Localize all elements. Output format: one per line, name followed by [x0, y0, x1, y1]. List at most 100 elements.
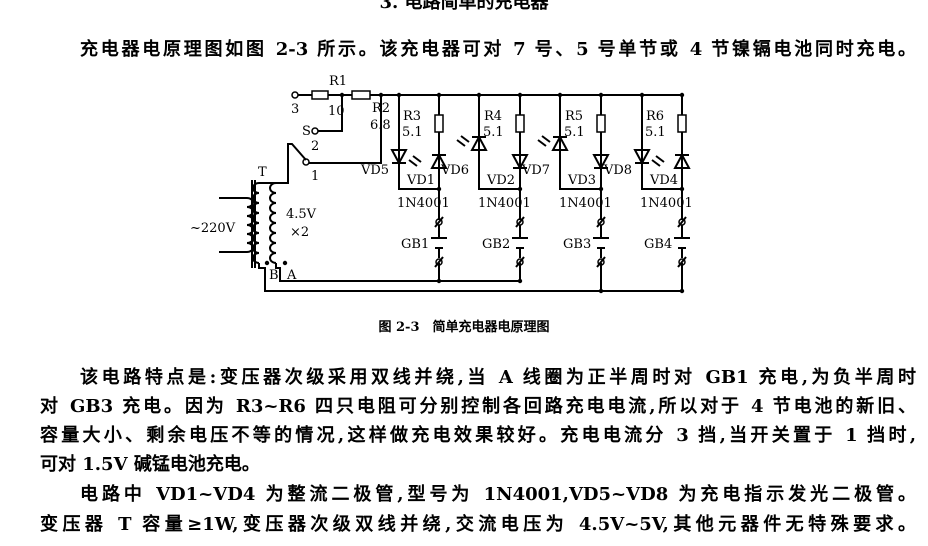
label-diode: VD3 — [567, 173, 596, 188]
label-battery: GB4 — [644, 237, 672, 252]
junction-dot — [679, 288, 685, 294]
light-emission-icon — [651, 155, 665, 167]
transformer-core — [251, 180, 256, 268]
junction-dot — [598, 288, 604, 294]
label-battery: GB3 — [563, 237, 591, 252]
paragraph-line: 变压器 T 容量≥1W,变压器次级双线并绕,交流电压为 4.5V~5V,其他元器… — [40, 514, 916, 535]
section-title: 3. 电路简单的充电器 — [379, 0, 549, 13]
paragraph-line: 该电路特点是:变压器次级采用双线并绕,当 A 线圈为正半周时对 GB1 充电,为… — [80, 367, 916, 388]
junction-dot — [436, 278, 442, 284]
resistor-r5 — [596, 114, 606, 133]
label-diode-model: 1N4001 — [640, 196, 693, 211]
battery-clip — [678, 258, 686, 266]
label-a: A — [286, 268, 297, 283]
label-transformer: T — [258, 165, 267, 180]
label-battery: GB2 — [482, 237, 510, 252]
figure-caption: 图 2-3 简单充电器电原理图 — [378, 320, 550, 335]
label-terminal-3: 3 — [291, 102, 299, 117]
label-diode: VD2 — [486, 173, 515, 188]
rectifier-diode-vd2 — [511, 154, 529, 171]
label-terminal-1: 1 — [311, 169, 319, 184]
wire — [559, 95, 601, 190]
rectifier-diode-vd4 — [673, 152, 691, 169]
wire — [478, 95, 520, 190]
battery-clip — [597, 218, 605, 226]
label-resistor: R3 — [403, 109, 421, 124]
label-led: VD7 — [521, 163, 550, 178]
led-vd5 — [390, 149, 408, 166]
wire — [219, 197, 247, 253]
label-battery: GB1 — [401, 237, 429, 252]
label-led: VD6 — [440, 163, 469, 178]
paragraph-line: 对 GB3 充电。因为 R3~R6 四只电阻可分别控制各回路充电电流,所以对于 … — [40, 396, 916, 417]
junction-dot — [598, 186, 604, 192]
label-resistor-value: 5.1 — [483, 125, 504, 140]
label-diode: VD1 — [406, 173, 435, 188]
wire-a — [275, 263, 520, 282]
battery-clip — [515, 256, 525, 268]
intro-text: 充电器电原理图如图 2-3 所示。该充电器可对 7 号、5 号单节或 4 节镍镉… — [80, 39, 916, 60]
label-diode: VD4 — [649, 173, 678, 188]
label-r1-value: 10 — [328, 104, 345, 119]
battery-clip — [516, 218, 524, 226]
battery-clip — [596, 256, 606, 268]
junction-dot — [679, 186, 685, 192]
led-vd8 — [633, 149, 651, 166]
wire — [641, 95, 682, 190]
label-resistor-value: 5.1 — [645, 125, 666, 140]
label-led: VD8 — [603, 163, 632, 178]
junction-dot — [517, 186, 523, 192]
resistor-r4 — [515, 114, 525, 133]
wire-b — [258, 263, 682, 292]
battery-clip — [677, 216, 687, 228]
label-terminal-2: 2 — [311, 139, 319, 154]
battery-clip — [678, 218, 686, 226]
label-resistor: R4 — [484, 109, 502, 124]
label-switch: S — [302, 124, 311, 139]
primary-coil — [246, 197, 254, 253]
label-secondary-count: ×2 — [290, 225, 309, 240]
paragraph-line: 容量大小、剩余电压不等的情况,这样做充电效果较好。充电电流分 3 挡,当开关置于… — [40, 425, 916, 446]
battery-clip — [434, 256, 444, 268]
led-vd7 — [551, 134, 569, 151]
label-r1: R1 — [329, 74, 347, 89]
battery-clip — [434, 216, 444, 228]
battery-clip — [516, 258, 524, 266]
secondary-coil-a — [269, 182, 277, 264]
battery-clip — [515, 216, 525, 228]
rectifier-diode-vd1 — [430, 152, 448, 169]
junction-dot — [264, 260, 270, 266]
led-vd6 — [470, 134, 488, 151]
resistor-r6 — [677, 114, 687, 133]
junction-dot — [436, 186, 442, 192]
label-mains: ~220V — [190, 221, 236, 236]
light-emission-icon — [456, 135, 470, 147]
battery-clip — [596, 216, 606, 228]
battery-clip — [597, 258, 605, 266]
terminal — [291, 91, 299, 99]
junction-dot — [282, 260, 288, 266]
paragraph-line: 可对 1.5V 碱锰电池充电。 — [40, 454, 260, 475]
resistor-r2 — [351, 90, 371, 100]
label-resistor: R6 — [646, 109, 664, 124]
terminal — [311, 127, 319, 135]
resistor-r1 — [311, 90, 329, 100]
label-secondary-voltage: 4.5V — [286, 207, 317, 222]
resistor-r3 — [434, 114, 444, 133]
label-resistor-value: 5.1 — [564, 125, 585, 140]
rectifier-diode-vd3 — [592, 154, 610, 171]
light-emission-icon — [408, 155, 422, 167]
wire — [309, 95, 382, 164]
wire — [318, 95, 343, 132]
light-emission-icon — [537, 135, 551, 147]
label-diode-model: 1N4001 — [478, 196, 531, 211]
label-led: VD5 — [360, 163, 389, 178]
label-resistor-value: 5.1 — [402, 125, 423, 140]
label-resistor: R5 — [565, 109, 583, 124]
battery-clip — [677, 256, 687, 268]
switch-arm — [277, 143, 307, 184]
wire — [398, 95, 439, 190]
battery-clip — [435, 218, 443, 226]
paragraph-line: 电路中 VD1~VD4 为整流二极管,型号为 1N4001,VD5~VD8 为充… — [80, 484, 916, 505]
